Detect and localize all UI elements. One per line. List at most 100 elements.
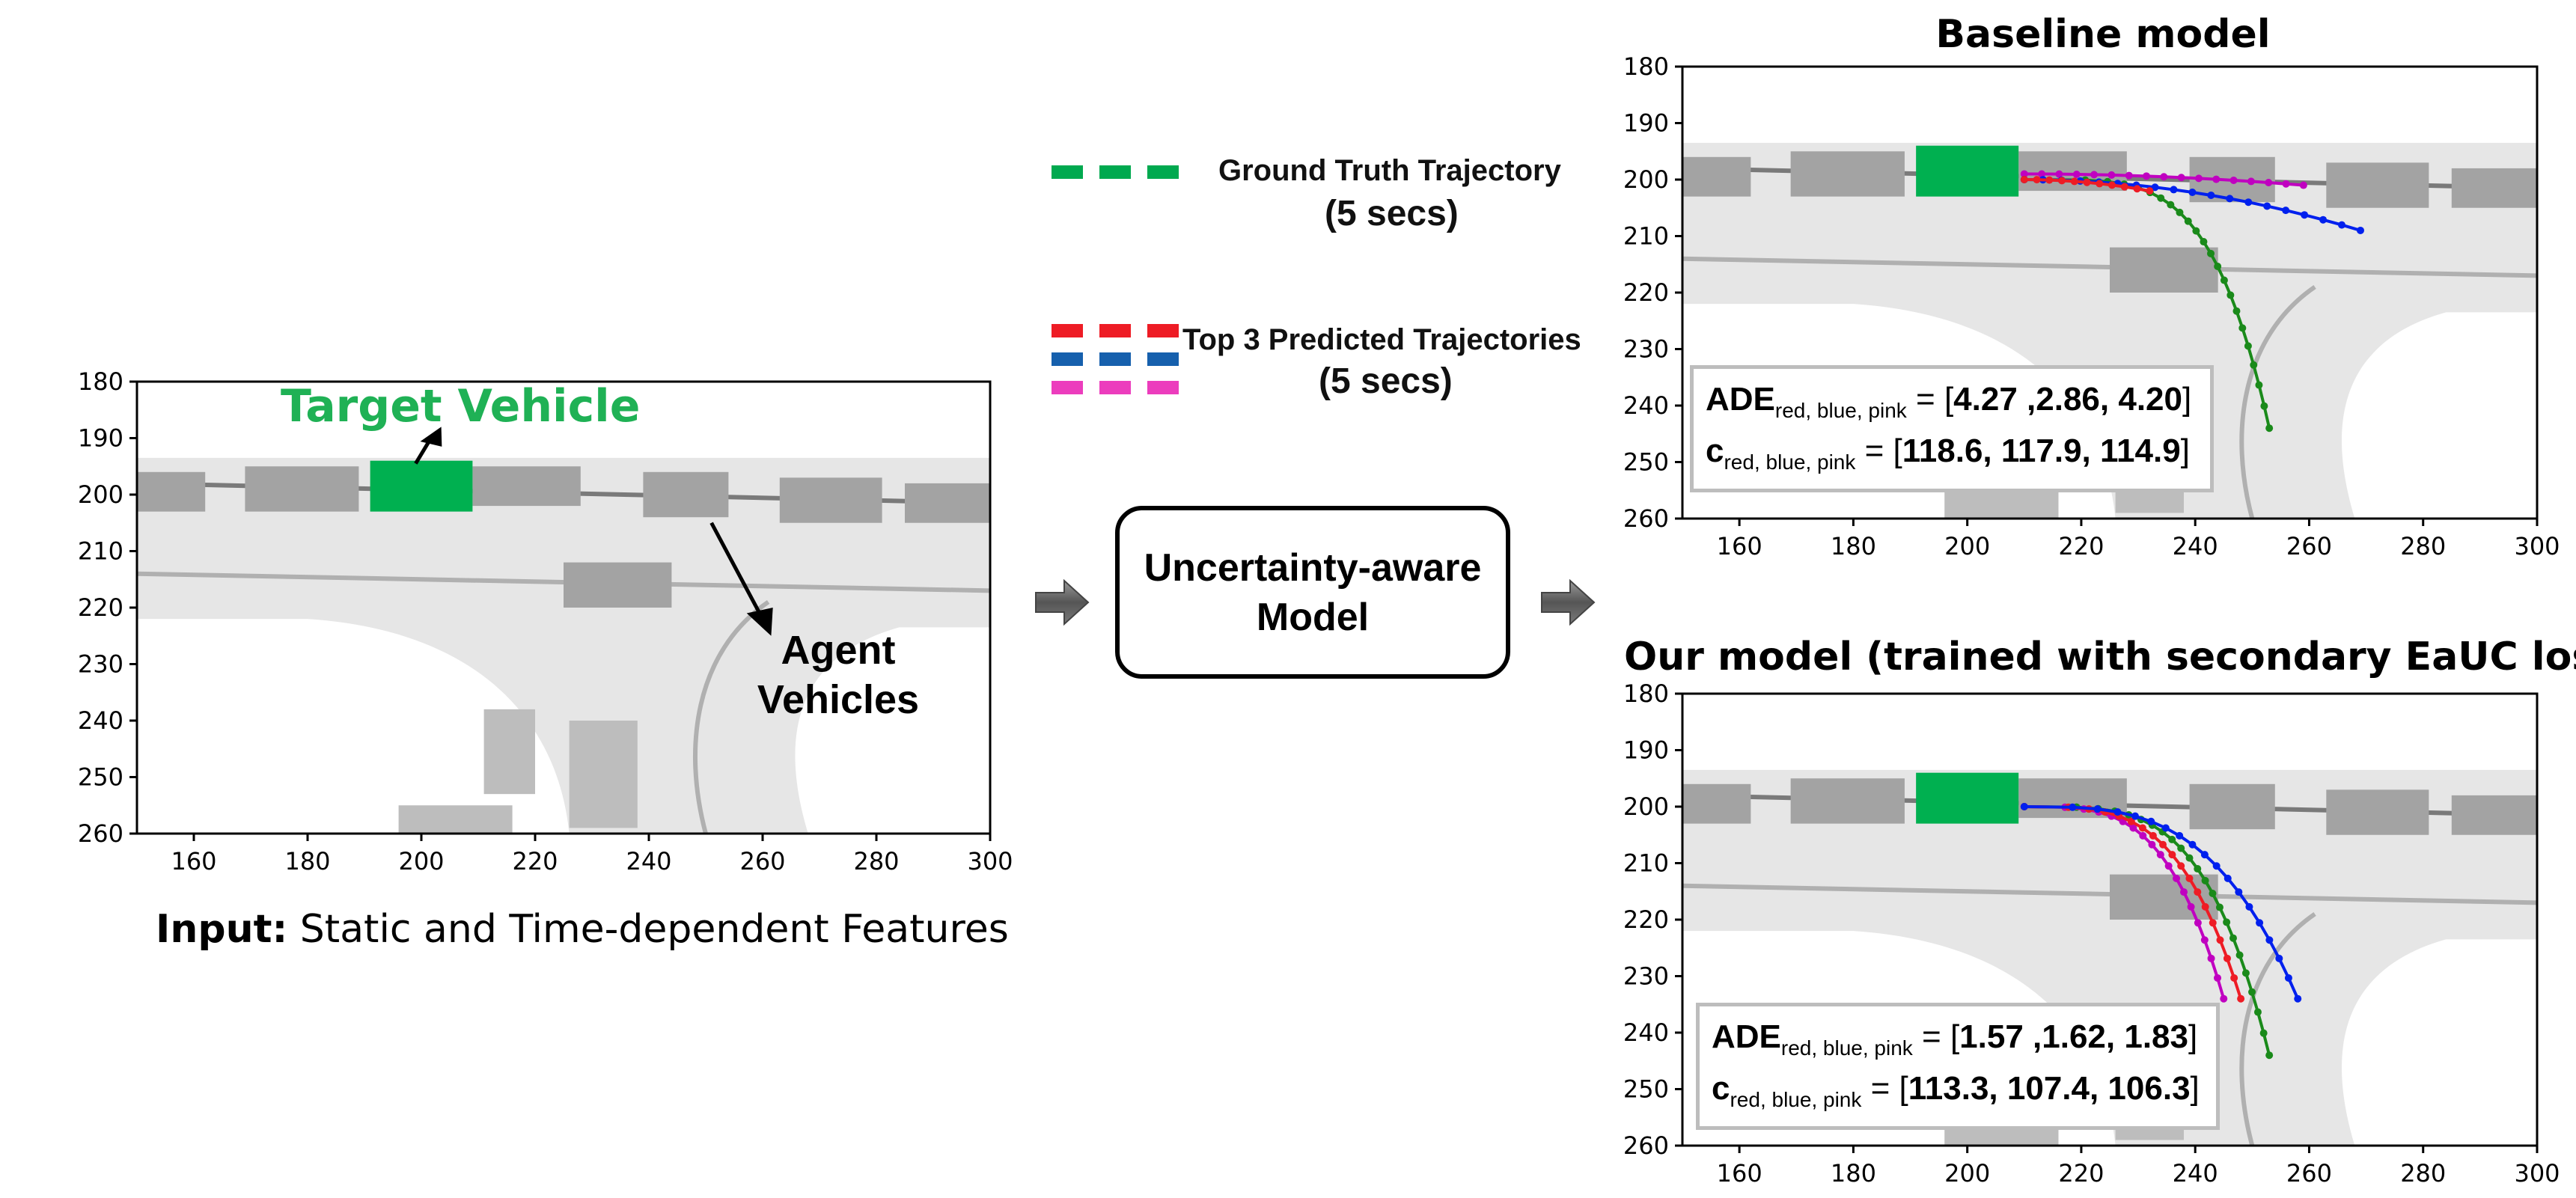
legend-predicted-label: Top 3 Predicted Trajectories — [1182, 323, 1581, 356]
ade-eq: = [ — [1912, 1018, 1960, 1055]
pink-trajectory-point — [2038, 170, 2046, 178]
model-box-line1: Uncertainty-aware — [1144, 545, 1482, 590]
gt-trajectory-point — [2235, 951, 2244, 959]
baseline-title: Baseline model — [1935, 12, 2271, 57]
gt-trajectory-point — [2176, 208, 2184, 216]
pink-trajectory-point — [2194, 174, 2203, 183]
gt-trajectory-point — [2250, 361, 2258, 369]
map-scene — [137, 457, 990, 834]
y-tick-label: 190 — [1623, 736, 1669, 765]
ade-sub: red, blue, pink — [1774, 398, 1907, 422]
ade-eq: = [ — [1906, 381, 1954, 418]
agent-vehicle — [2189, 783, 2275, 830]
input-caption-bold: Input: — [156, 907, 288, 952]
x-tick-label: 180 — [1831, 532, 1876, 560]
red-trajectory-point — [2127, 817, 2135, 825]
ade-label: ADE — [1706, 381, 1775, 418]
ade-sub: red, blue, pink — [1780, 1036, 1913, 1060]
pink-trajectory-point — [2125, 171, 2133, 180]
pink-trajectory-point — [2207, 954, 2215, 962]
blue-trajectory-point — [2294, 994, 2302, 1003]
ade-label: ADE — [1712, 1018, 1781, 1055]
blue-trajectory-point — [2207, 191, 2215, 199]
agent-vehicle — [1682, 783, 1751, 824]
agent-vehicle — [569, 721, 638, 828]
road-area — [1682, 142, 2537, 519]
c-eq: = [ — [1855, 432, 1902, 469]
right-arrow-icon — [1035, 578, 1090, 626]
y-tick-label: 220 — [1623, 278, 1669, 307]
agent-vehicle — [779, 477, 882, 523]
pink-trajectory-point — [2200, 936, 2209, 944]
gt-trajectory-point — [2241, 969, 2250, 977]
gt-trajectory-point — [2265, 1051, 2274, 1060]
baseline-c-line: cred, blue, pink = [118.6, 117.9, 114.9] — [1706, 431, 2198, 483]
gt-trajectory-point — [2260, 402, 2268, 410]
y-tick-label: 190 — [1623, 109, 1669, 138]
red-trajectory-point — [2168, 851, 2176, 859]
y-tick-label: 260 — [78, 819, 123, 848]
blue-trajectory-point — [2212, 862, 2221, 870]
x-tick-label: 200 — [1944, 532, 1990, 560]
blue-trajectory-point — [2161, 824, 2170, 832]
pink-trajectory-point — [2020, 170, 2028, 178]
x-tick-label: 300 — [2514, 532, 2560, 560]
gt-trajectory-point — [2209, 889, 2217, 897]
pink-trajectory-point — [2187, 902, 2195, 911]
red-trajectory-point — [2216, 936, 2224, 944]
y-tick-label: 220 — [78, 593, 123, 622]
agent-vehicle — [564, 562, 672, 608]
target-vehicle — [1916, 772, 2019, 824]
blue-trajectory-point — [2200, 851, 2209, 859]
c-close: ] — [2190, 1069, 2200, 1107]
x-tick-label: 160 — [1717, 1159, 1762, 1188]
y-tick-label: 210 — [78, 537, 123, 566]
blue-trajectory-point — [2265, 936, 2274, 944]
x-tick-label: 300 — [2514, 1159, 2560, 1188]
gt-trajectory-point — [2229, 934, 2237, 942]
red-trajectory-point — [2120, 183, 2128, 191]
blue-trajectory-point — [2275, 954, 2283, 962]
legend-ground-truth-label: Ground Truth Trajectory — [1218, 154, 1561, 187]
agent-vehicle — [2451, 168, 2537, 208]
gt-trajectory-point — [2223, 918, 2231, 926]
x-tick-label: 300 — [967, 847, 1013, 875]
agent-vehicle — [137, 471, 206, 512]
y-tick-label: 200 — [1623, 165, 1669, 194]
blue-trajectory-point — [2069, 803, 2077, 811]
agent-vehicle — [2451, 795, 2537, 835]
lane-line — [2239, 284, 2316, 519]
y-tick-label: 230 — [1623, 962, 1669, 991]
x-tick-label: 240 — [2173, 532, 2218, 560]
red-trajectory-point — [2177, 862, 2185, 870]
ours-c-line: cred, blue, pink = [113.3, 107.4, 106.3] — [1712, 1069, 2204, 1120]
red-trajectory-point — [2138, 824, 2146, 832]
blue-trajectory-point — [2256, 919, 2264, 927]
arrow-head-icon — [420, 427, 442, 447]
red-trajectory-point — [2058, 177, 2066, 185]
ade-close: ] — [2188, 1018, 2198, 1055]
red-trajectory-point — [2223, 954, 2231, 962]
c-values: 113.3, 107.4, 106.3 — [1908, 1069, 2191, 1107]
x-tick-label: 240 — [2173, 1159, 2218, 1188]
red-trajectory-point — [2070, 177, 2078, 186]
agent-vehicle — [483, 709, 535, 795]
y-tick-label: 190 — [78, 424, 123, 453]
pink-trajectory-point — [2129, 824, 2137, 832]
baseline-metrics-box: ADEred, blue, pink = [4.27 ,2.86, 4.20] … — [1690, 365, 2214, 492]
red-trajectory-point — [2020, 176, 2028, 183]
pink-trajectory-point — [2072, 170, 2081, 178]
red-trajectory-point — [2149, 831, 2157, 840]
x-tick-label: 280 — [853, 847, 899, 875]
gt-trajectory-point — [2214, 262, 2222, 270]
lane-line — [2239, 911, 2316, 1146]
red-trajectory-point — [2133, 185, 2141, 193]
y-tick-label: 260 — [1623, 1131, 1669, 1160]
x-tick-label: 260 — [739, 847, 785, 875]
x-tick-label: 180 — [284, 847, 330, 875]
y-tick-label: 220 — [1623, 905, 1669, 934]
pink-trajectory-point — [2247, 177, 2255, 186]
red-trajectory-point — [2033, 176, 2041, 184]
